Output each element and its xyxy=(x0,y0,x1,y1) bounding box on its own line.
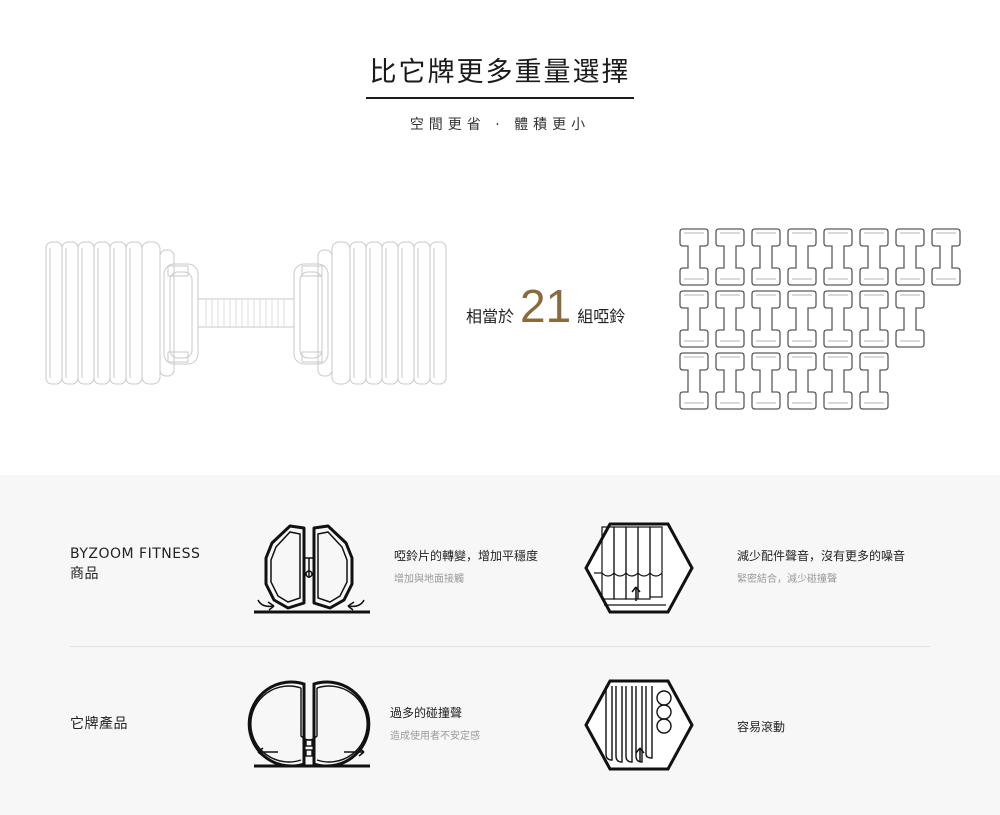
dumbbell-icon xyxy=(823,352,853,410)
dumbbell-grid xyxy=(679,228,961,410)
feature-b-detail: 緊密結合，減少碰撞聲 xyxy=(737,574,837,585)
feature-b-title: 減少配件聲音，沒有更多的噪音 xyxy=(737,549,906,563)
dumbbell-icon xyxy=(787,228,817,286)
competitor-feature-a-title: 過多的碰撞聲 xyxy=(390,706,463,720)
round-plate-rolling-icon xyxy=(247,680,371,768)
dumbbell-icon xyxy=(895,228,925,286)
feature-a-title: 啞鈴片的轉變，增加平穩度 xyxy=(394,549,539,563)
hexagon-tight-fit-icon xyxy=(584,522,694,614)
dumbbell-icon xyxy=(679,352,709,410)
page-title: 比它牌更多重量選擇 xyxy=(369,57,631,88)
dumbbell-icon xyxy=(823,290,853,348)
comparison-section xyxy=(0,475,1000,815)
row-1-feature-b: 減少配件聲音，沒有更多的噪音 緊密結合，減少碰撞聲 xyxy=(737,547,905,585)
dumbbell-icon xyxy=(895,290,925,348)
octagon-plate-stable-icon xyxy=(254,524,370,614)
left-plate-stack xyxy=(45,241,175,385)
dumbbell-icon xyxy=(751,290,781,348)
competitor-feature-b-title: 容易滾動 xyxy=(737,720,786,734)
row-1-label: BYZOOM FITNESS 商品 xyxy=(70,544,200,584)
equivalence-number: 21 xyxy=(520,280,572,332)
dumbbell-icon xyxy=(679,228,709,286)
dumbbell-icon xyxy=(787,290,817,348)
feature-a-detail: 增加與地面接觸 xyxy=(394,574,464,585)
row-2-feature-b: 容易滾動 xyxy=(737,718,785,735)
brand-label-product: 商品 xyxy=(70,566,99,582)
dumbbell-icon xyxy=(751,228,781,286)
dumbbell-icon xyxy=(715,352,745,410)
row-divider xyxy=(70,646,930,647)
dumbbell-icon xyxy=(859,228,889,286)
dumbbell-icon xyxy=(823,228,853,286)
dumbbell-icon xyxy=(859,352,889,410)
dumbbell-icon xyxy=(787,352,817,410)
dumbbell-icon xyxy=(715,290,745,348)
dumbbell-icon xyxy=(679,290,709,348)
equivalence-prefix: 相當於 xyxy=(466,307,515,326)
title-underline xyxy=(366,97,634,99)
brand-name: BYZOOM FITNESS xyxy=(70,546,201,562)
hexagon-loose-fit-icon xyxy=(584,679,694,771)
page-subtitle: 空間更省 · 體積更小 xyxy=(409,117,591,133)
adjustable-dumbbell-illustration xyxy=(45,241,447,385)
dumbbell-icon xyxy=(859,290,889,348)
dumbbell-icon xyxy=(715,228,745,286)
dumbbell-icon xyxy=(931,228,961,286)
row-2-feature-a: 過多的碰撞聲 造成使用者不安定感 xyxy=(390,704,480,742)
competitor-feature-a-detail: 造成使用者不安定感 xyxy=(390,731,480,742)
row-2-label: 它牌產品 xyxy=(70,714,128,734)
row-1-feature-a: 啞鈴片的轉變，增加平穩度 增加與地面接觸 xyxy=(394,547,538,585)
equivalence-suffix: 組啞鈴 xyxy=(577,307,626,326)
right-plate-stack xyxy=(317,241,447,385)
dumbbell-icon xyxy=(751,352,781,410)
competitor-label: 它牌產品 xyxy=(70,716,128,732)
equivalence-text: 相當於 21 組啞鈴 xyxy=(466,280,626,332)
